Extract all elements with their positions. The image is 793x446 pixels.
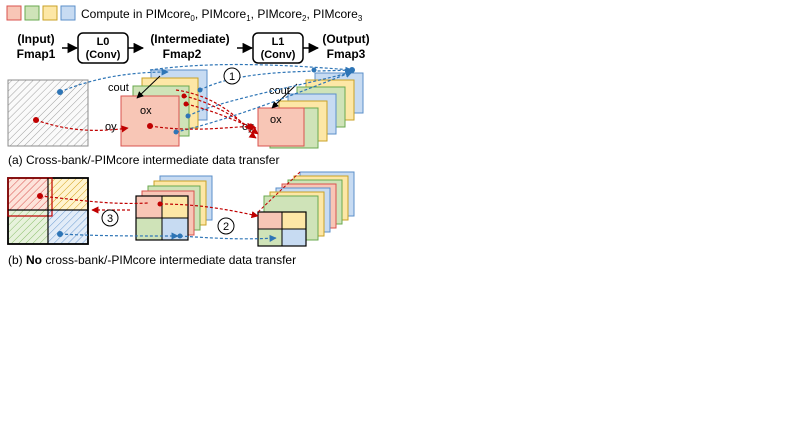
mid-label-1: (Intermediate) bbox=[150, 32, 229, 46]
step-3-number: 3 bbox=[107, 213, 113, 225]
fmap3-slice-red bbox=[257, 107, 305, 147]
step-1-marker bbox=[223, 67, 241, 85]
fmap2-oy-label: oy bbox=[105, 121, 117, 133]
l1-sub: (Conv) bbox=[261, 49, 296, 61]
l0-sub: (Conv) bbox=[86, 49, 121, 61]
blue-transfers-a bbox=[59, 63, 353, 133]
fmap1-grid bbox=[7, 79, 89, 147]
caption-a: (a) Cross-bank/-PIMcore intermediate dat… bbox=[8, 153, 279, 167]
output-label-2: Fmap3 bbox=[327, 47, 366, 61]
legend: Compute in PIMcore0, PIMcore1, PIMcore2,… bbox=[6, 5, 363, 23]
step-3-marker bbox=[101, 209, 119, 227]
fmap1-quad-blue bbox=[48, 210, 88, 244]
fmap1-quad-green bbox=[8, 210, 48, 244]
fmap2-tiles-b bbox=[135, 175, 213, 241]
legend-swatch-pimcore3 bbox=[60, 5, 76, 21]
red-transfers-a bbox=[35, 89, 259, 139]
l0-label: L0 bbox=[97, 36, 110, 48]
transfer-dots-b bbox=[37, 193, 183, 239]
fmap2-slice-red bbox=[120, 95, 180, 147]
legend-swatch-pimcore2 bbox=[42, 5, 58, 21]
input-label-2: Fmap1 bbox=[17, 47, 56, 61]
step-2-marker bbox=[217, 217, 235, 235]
step-2-number: 2 bbox=[223, 221, 229, 233]
fmap3-cout-arrow bbox=[271, 83, 298, 109]
pipeline: (Input) Fmap1 L0 (Conv) (Intermediate) F… bbox=[17, 32, 370, 64]
transfers-b bbox=[39, 195, 277, 242]
input-label-1: (Input) bbox=[17, 32, 54, 46]
legend-swatch-pimcore0 bbox=[6, 5, 22, 21]
output-label-1: (Output) bbox=[322, 32, 369, 46]
fmap3-tiles-b bbox=[257, 171, 355, 247]
legend-text: Compute in PIMcore0, PIMcore1, PIMcore2,… bbox=[81, 7, 363, 23]
fmap1-quad-yellow bbox=[48, 178, 88, 210]
step-1-number: 1 bbox=[229, 71, 235, 83]
caption-b: (b) No cross-bank/-PIMcore intermediate … bbox=[8, 253, 296, 267]
fmap2-cout-arrow bbox=[136, 75, 161, 99]
fmap3-ox-label: ox bbox=[270, 114, 282, 126]
panel-a: ox oy cout ox oy cout bbox=[7, 63, 364, 167]
transfer-dots-a bbox=[33, 67, 355, 135]
fmap2-ox-label: ox bbox=[140, 105, 152, 117]
panel-b: 3 2 (b) No cross-bank/-PIMcore intermedi… bbox=[7, 171, 355, 267]
mid-label-2: Fmap2 bbox=[163, 47, 202, 61]
fmap2-cout-label: cout bbox=[108, 82, 129, 94]
l1-label: L1 bbox=[272, 36, 285, 48]
legend-swatch-pimcore1 bbox=[24, 5, 40, 21]
